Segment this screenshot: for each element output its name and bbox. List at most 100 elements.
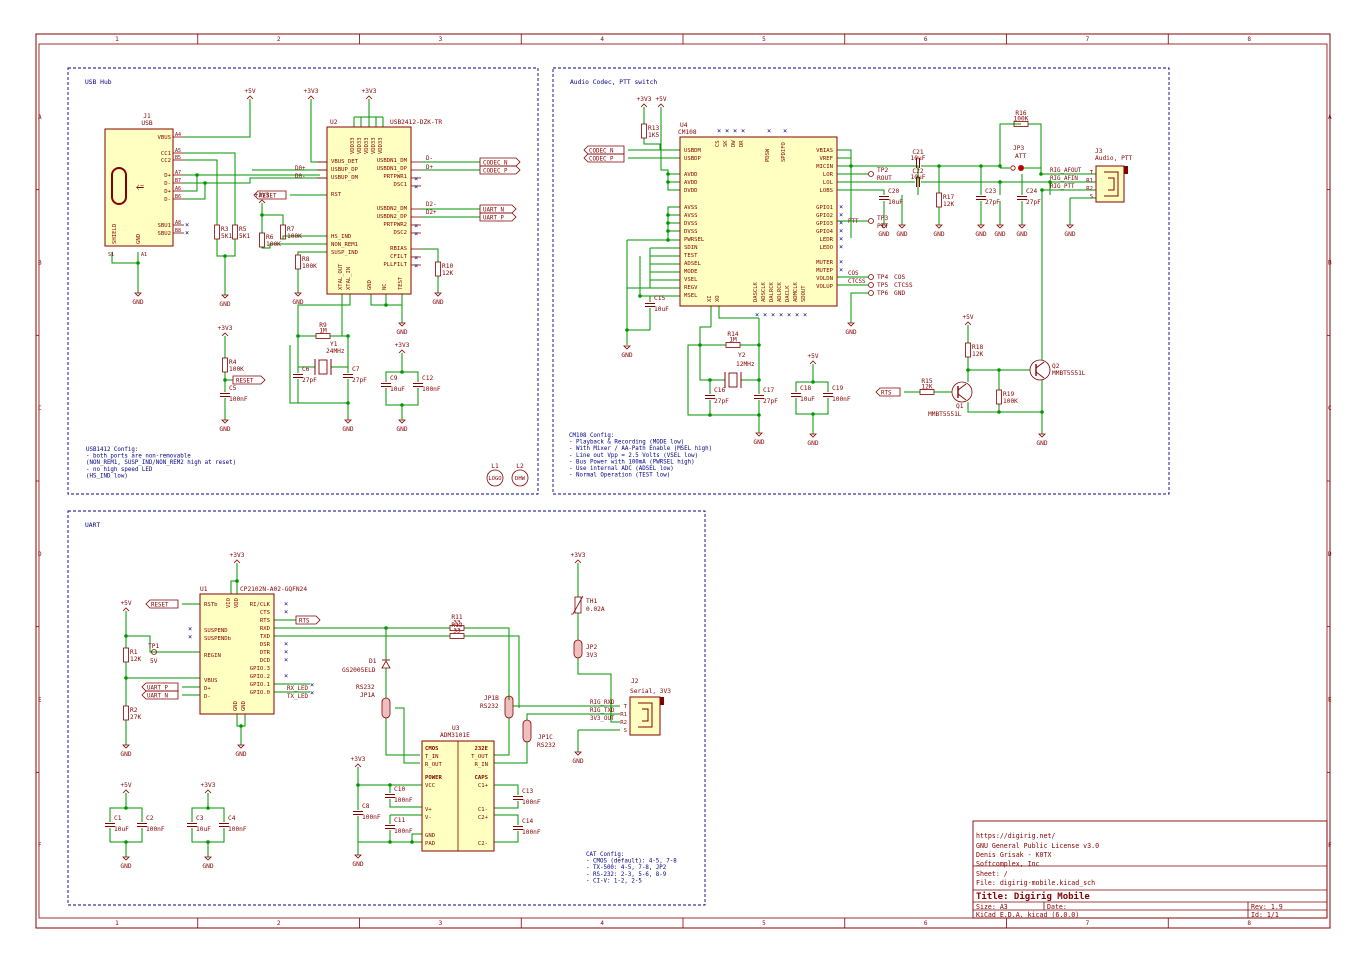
capacitor-c1: C1 10uF [105, 815, 129, 833]
pin-name: R_OUT [425, 762, 442, 768]
power-label: +3V3 [304, 88, 319, 95]
resistor-body [449, 633, 465, 639]
wire [850, 292, 868, 323]
frame-col-label: 3 [439, 920, 443, 927]
resistor-body [232, 224, 238, 240]
wire [687, 344, 759, 416]
pin-name: RI/CLK [250, 602, 271, 608]
gnd-glyph [1018, 224, 1026, 229]
pin-name: NC [382, 283, 388, 290]
ref-label: R8 [302, 256, 310, 263]
wire [464, 627, 510, 700]
no-connect-icon: × [414, 254, 418, 262]
value-label: 100nF [146, 826, 165, 833]
power-glyph [365, 95, 373, 100]
power-symbol: +3V3 [395, 342, 410, 354]
pin-number: A5 [175, 148, 181, 154]
power-glyph [122, 607, 130, 612]
gnd-symbol: GND [132, 292, 144, 306]
gnd-glyph [935, 224, 943, 229]
junction [124, 806, 128, 810]
value-label: 10uF [114, 826, 129, 833]
ref-label: J3 [1095, 148, 1103, 155]
pin-name: PDSW [765, 148, 771, 162]
uart-block-outline [67, 510, 706, 906]
hier-label-text: RESET [151, 603, 169, 609]
hier-label: RESET [232, 375, 266, 385]
ref-label: C1 [114, 815, 122, 822]
pin-name: RSTb [204, 602, 218, 608]
power-label: +3V3 [201, 782, 216, 789]
no-connect-icon: × [803, 311, 807, 319]
pin-name: XTAL_IN [346, 267, 352, 290]
ref-label: TP2 [877, 167, 888, 174]
hier-label-outline [479, 157, 521, 167]
power-glyph [233, 559, 241, 564]
gnd-symbol: GND [120, 856, 132, 870]
pin-name: V+ [425, 807, 432, 813]
no-connect-icon: × [725, 127, 729, 135]
wire [282, 235, 327, 239]
no-connect-icon: × [284, 648, 288, 656]
pin-number: B6 [175, 194, 181, 200]
power-symbol: +5V [120, 782, 132, 794]
value-label: CP2102N-A02-GQFN24 [240, 586, 307, 593]
gnd-glyph [809, 433, 817, 438]
value-label: RS232 [356, 684, 375, 691]
wire [577, 658, 620, 723]
junction [811, 380, 815, 384]
power-label: +3V3 [351, 756, 366, 763]
pin-name: C1- [478, 807, 488, 813]
value-label: 100K [287, 233, 302, 240]
value-label: 10uF [911, 155, 926, 162]
junction [997, 410, 1001, 414]
net-label: D2+ [426, 210, 437, 216]
value-label: 100nF [832, 396, 851, 403]
hier-label-outline [295, 615, 321, 625]
pin-name: TEST [684, 253, 698, 259]
value-label: 12K [943, 201, 954, 208]
gnd-glyph [221, 419, 229, 424]
hier-label-outline [479, 204, 517, 214]
pin-name: GND [425, 833, 436, 839]
pin-name: DACLK [785, 285, 791, 302]
no-connect-icon: × [310, 681, 314, 689]
no-connect-icon: × [741, 127, 745, 135]
wire [627, 248, 651, 289]
no-connect-icon: × [284, 600, 288, 608]
gnd-symbol: GND [845, 322, 857, 336]
power-label: +5V [962, 314, 973, 321]
hier-label: CODEC_P [479, 165, 521, 175]
pin-name: SDOUT [801, 285, 807, 302]
pin-name: USBDN2_DP [377, 214, 408, 220]
gnd-label: GND [352, 861, 363, 868]
pin-name: V- [425, 815, 432, 821]
value-label: 3V3 [586, 652, 597, 659]
pin-name: TXD [260, 634, 271, 640]
frame-col-label: 7 [1086, 36, 1090, 43]
tb-id: Id: 1/1 [1251, 911, 1279, 919]
power-symbol: +3V3 [230, 552, 245, 564]
no-connect-icon: × [188, 633, 192, 641]
hier-label-text: UART_P [147, 686, 168, 692]
crystal-body [728, 372, 738, 388]
gnd-label: GND [933, 231, 944, 238]
ref-label: R14 [727, 331, 738, 338]
pin-name: GND [136, 233, 142, 244]
resistor-body [123, 647, 129, 663]
thermistor-arrow [571, 595, 584, 615]
pin-name: DR [739, 140, 745, 147]
net-label: D- [426, 156, 433, 162]
pin-name: USBDN1_DM [377, 158, 408, 164]
value-label: 10uF [196, 826, 211, 833]
value-label: GND [894, 290, 905, 297]
value-label: 10uF [800, 396, 815, 403]
